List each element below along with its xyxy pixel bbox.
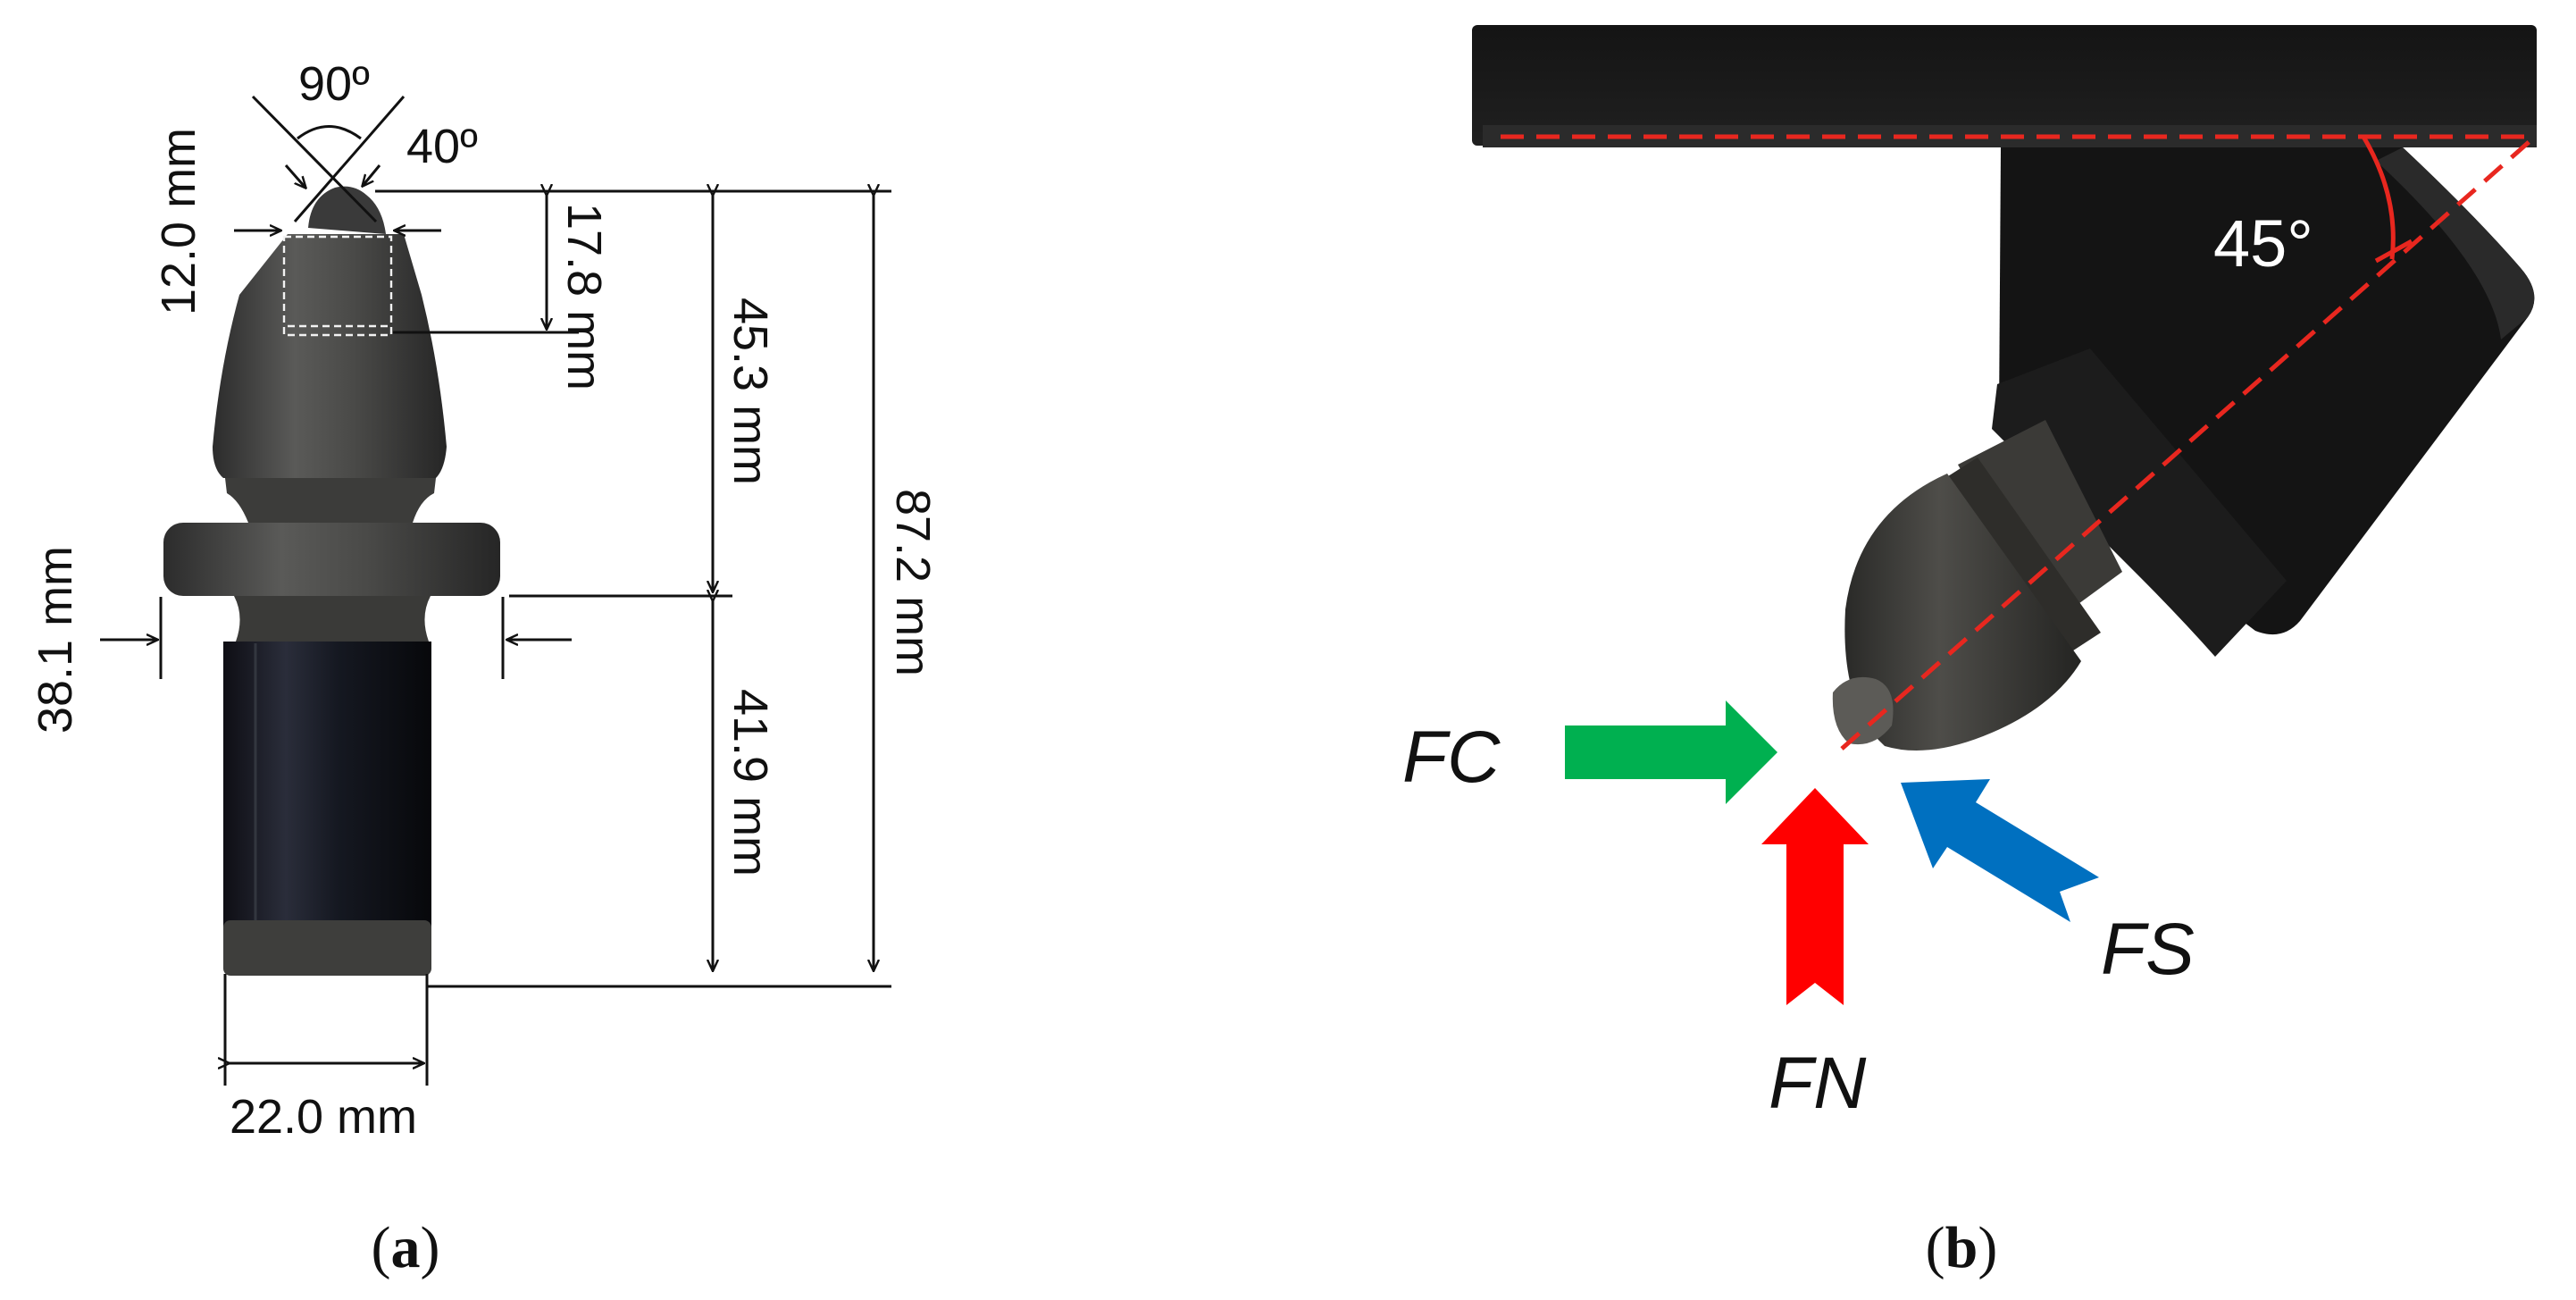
angle-line-left (251, 95, 378, 223)
angle-arc-90 (297, 125, 362, 140)
pick-collar-b (1958, 420, 2122, 625)
angle-arc-tick (2374, 239, 2413, 264)
label-total-length: 87.2 mm (886, 489, 940, 676)
label-force-fn: FN (1769, 1043, 1867, 1124)
carbide-tip (308, 186, 386, 234)
pick-tip-b (1832, 676, 1894, 745)
label-shank-length: 41.9 mm (723, 689, 777, 876)
caption-a-letter: a (391, 1215, 421, 1280)
fc-arrow-shape (1565, 700, 1777, 804)
fn-arrow-shape (1761, 788, 1869, 1005)
dimension-lines (100, 191, 891, 1086)
tip-angle-lines (251, 95, 406, 223)
angle-line-right (293, 96, 406, 222)
force-arrow-fc (1565, 700, 1777, 804)
insert-outline (282, 235, 393, 337)
label-tip-length: 17.8 mm (557, 203, 611, 390)
holder-block (1472, 25, 2537, 146)
pick-head-b (1844, 474, 2081, 751)
pick-shank (223, 642, 431, 938)
pick-head (213, 234, 447, 478)
label-angle-40: 40º (406, 120, 478, 173)
label-force-fs: FS (2101, 909, 2195, 990)
fs-arrow-shape (1901, 779, 2099, 922)
angle-40-leader-left (284, 164, 305, 188)
label-collar-diameter: 38.1 mm (29, 546, 82, 734)
panel-a: 90º 40º 12.0 mm 17.8 mm 45.3 mm 41.9 mm … (29, 57, 940, 1280)
caption-b-letter: b (1945, 1215, 1978, 1280)
holder-arm-highlight (2376, 147, 2535, 340)
force-arrow-fs (1901, 779, 2099, 922)
label-tip-diameter: 12.0 mm (152, 128, 205, 315)
pick-transition (234, 596, 431, 642)
label-angle-90: 90º (298, 57, 370, 111)
pick-collar (163, 523, 500, 596)
label-shank-diameter: 22.0 mm (230, 1090, 417, 1144)
pick-sleeve (1992, 348, 2287, 657)
angle-arc-45 (2361, 135, 2396, 260)
label-force-fc: FC (1402, 717, 1501, 798)
pick-axis-line (1840, 135, 2537, 751)
force-arrow-fn (1761, 788, 1869, 1005)
pick-cutter-illustration (163, 186, 500, 976)
caption-a: (a) (372, 1215, 440, 1280)
caption-b: (b) (1926, 1215, 1998, 1280)
label-angle-45: 45° (2213, 206, 2313, 281)
pick-neck (225, 478, 436, 523)
pick-shank-ring (223, 920, 431, 976)
pick-collar-ring (1938, 457, 2101, 656)
angle-40-leader-right (363, 164, 381, 186)
label-head-length: 45.3 mm (723, 298, 777, 485)
panel-b: 45° FC FN FS (b) (1402, 25, 2537, 1280)
